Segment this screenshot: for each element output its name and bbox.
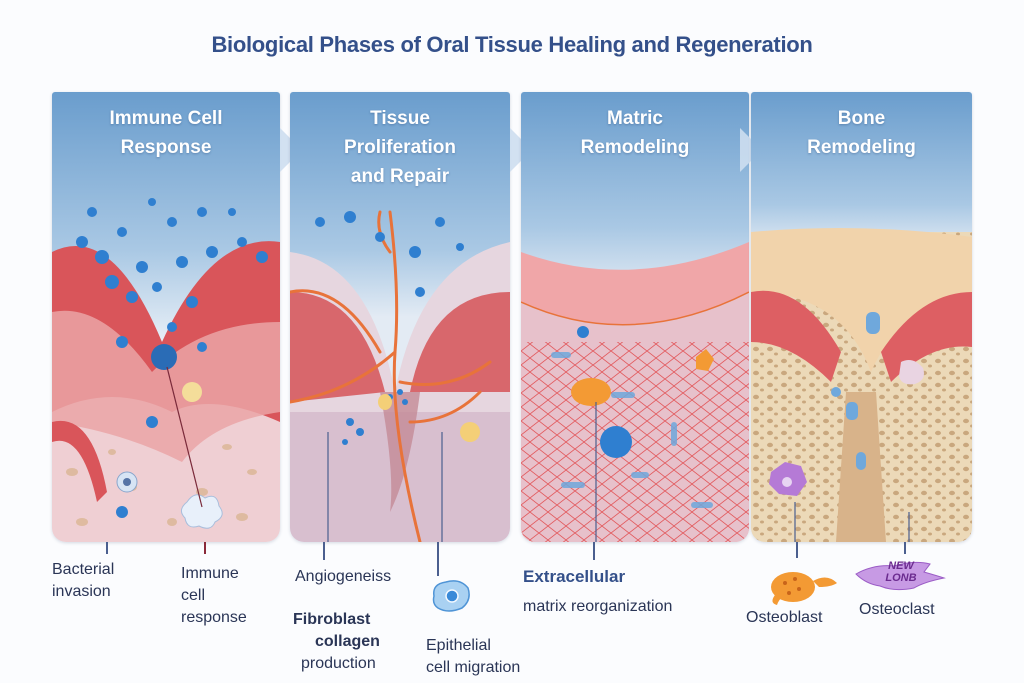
panel-matrix-remodeling: Matric Remodeling [521, 92, 749, 542]
label-line: Bacterial [52, 561, 115, 578]
label-osteoblast: Osteoblast [746, 609, 823, 626]
label-line: Fibroblast [293, 611, 371, 628]
leader-line [904, 542, 906, 554]
label-line: production [301, 655, 376, 672]
label-extracellular: Extracellular [523, 567, 626, 586]
immune-cells [76, 198, 268, 518]
bone-illustration [751, 92, 972, 542]
bone-cells [831, 312, 880, 470]
label-line: response [181, 609, 247, 626]
title-line: and Repair [350, 166, 450, 187]
leader-line [593, 542, 595, 560]
label-line: collagen [315, 633, 380, 650]
panel-title: Bone Remodeling [751, 104, 972, 162]
immune-cells [315, 211, 464, 445]
panel-tissue-proliferation: Tissue Proliferation and Repair [290, 92, 510, 542]
label-angiogenesis: Angiogeneiss [295, 568, 392, 585]
new-bone-badge-icon: NEW LONB [854, 558, 946, 594]
panel-bone-remodeling: Bone Remodeling [751, 92, 972, 542]
panel-immune-cell-response: Immune Cell Response [52, 92, 280, 542]
leader-line [796, 542, 798, 558]
badge-line: LONB [885, 572, 917, 584]
leader-line [204, 542, 206, 554]
label-line: cell [181, 587, 206, 604]
matrix-illustration [521, 92, 749, 542]
osteoblast-icon [771, 572, 837, 605]
title-line: Response [120, 137, 212, 158]
label-osteoclast: Osteoclast [859, 601, 935, 618]
badge-shape [855, 561, 946, 591]
title-line: Remodeling [580, 137, 690, 158]
label-line: Immune [181, 565, 239, 582]
label-bacterial-invasion: Bacterial invasion [52, 559, 114, 603]
title-line: Matric [607, 108, 663, 129]
panel-title: Tissue Proliferation and Repair [290, 104, 510, 191]
title-line: Immune Cell [109, 108, 223, 129]
title-line: Tissue [370, 108, 430, 129]
title-line: Remodeling [807, 137, 916, 158]
label-fibroblast-collagen: Fibroblast collagen production [293, 609, 403, 675]
immune-response-illustration [52, 92, 280, 542]
label-matrix-reorganization: matrix reorganization [523, 598, 673, 615]
title-line: Bone [837, 108, 886, 129]
label-line: invasion [52, 583, 111, 600]
leader-line [106, 542, 108, 554]
diagram-title: Biological Phases of Oral Tissue Healing… [211, 32, 813, 57]
matrix-cells [551, 352, 713, 508]
label-immune-cell-response: Immune cell response [181, 563, 247, 629]
label-line: Epithelial [426, 637, 491, 654]
panel-title: Matric Remodeling [521, 104, 749, 162]
leader-line [323, 542, 325, 560]
leader-line [437, 542, 439, 576]
label-line: cell migration [426, 659, 521, 676]
blood-vessels [290, 210, 492, 542]
panel-title: Immune Cell Response [52, 104, 280, 162]
proliferation-illustration [290, 92, 510, 542]
badge-text: NEW LONB [876, 560, 926, 584]
badge-line: NEW [888, 560, 914, 572]
epithelial-cell-icon [432, 580, 470, 612]
title-line: Proliferation [344, 137, 456, 158]
label-epithelial-cell-migration: Epithelial cell migration [426, 635, 520, 679]
